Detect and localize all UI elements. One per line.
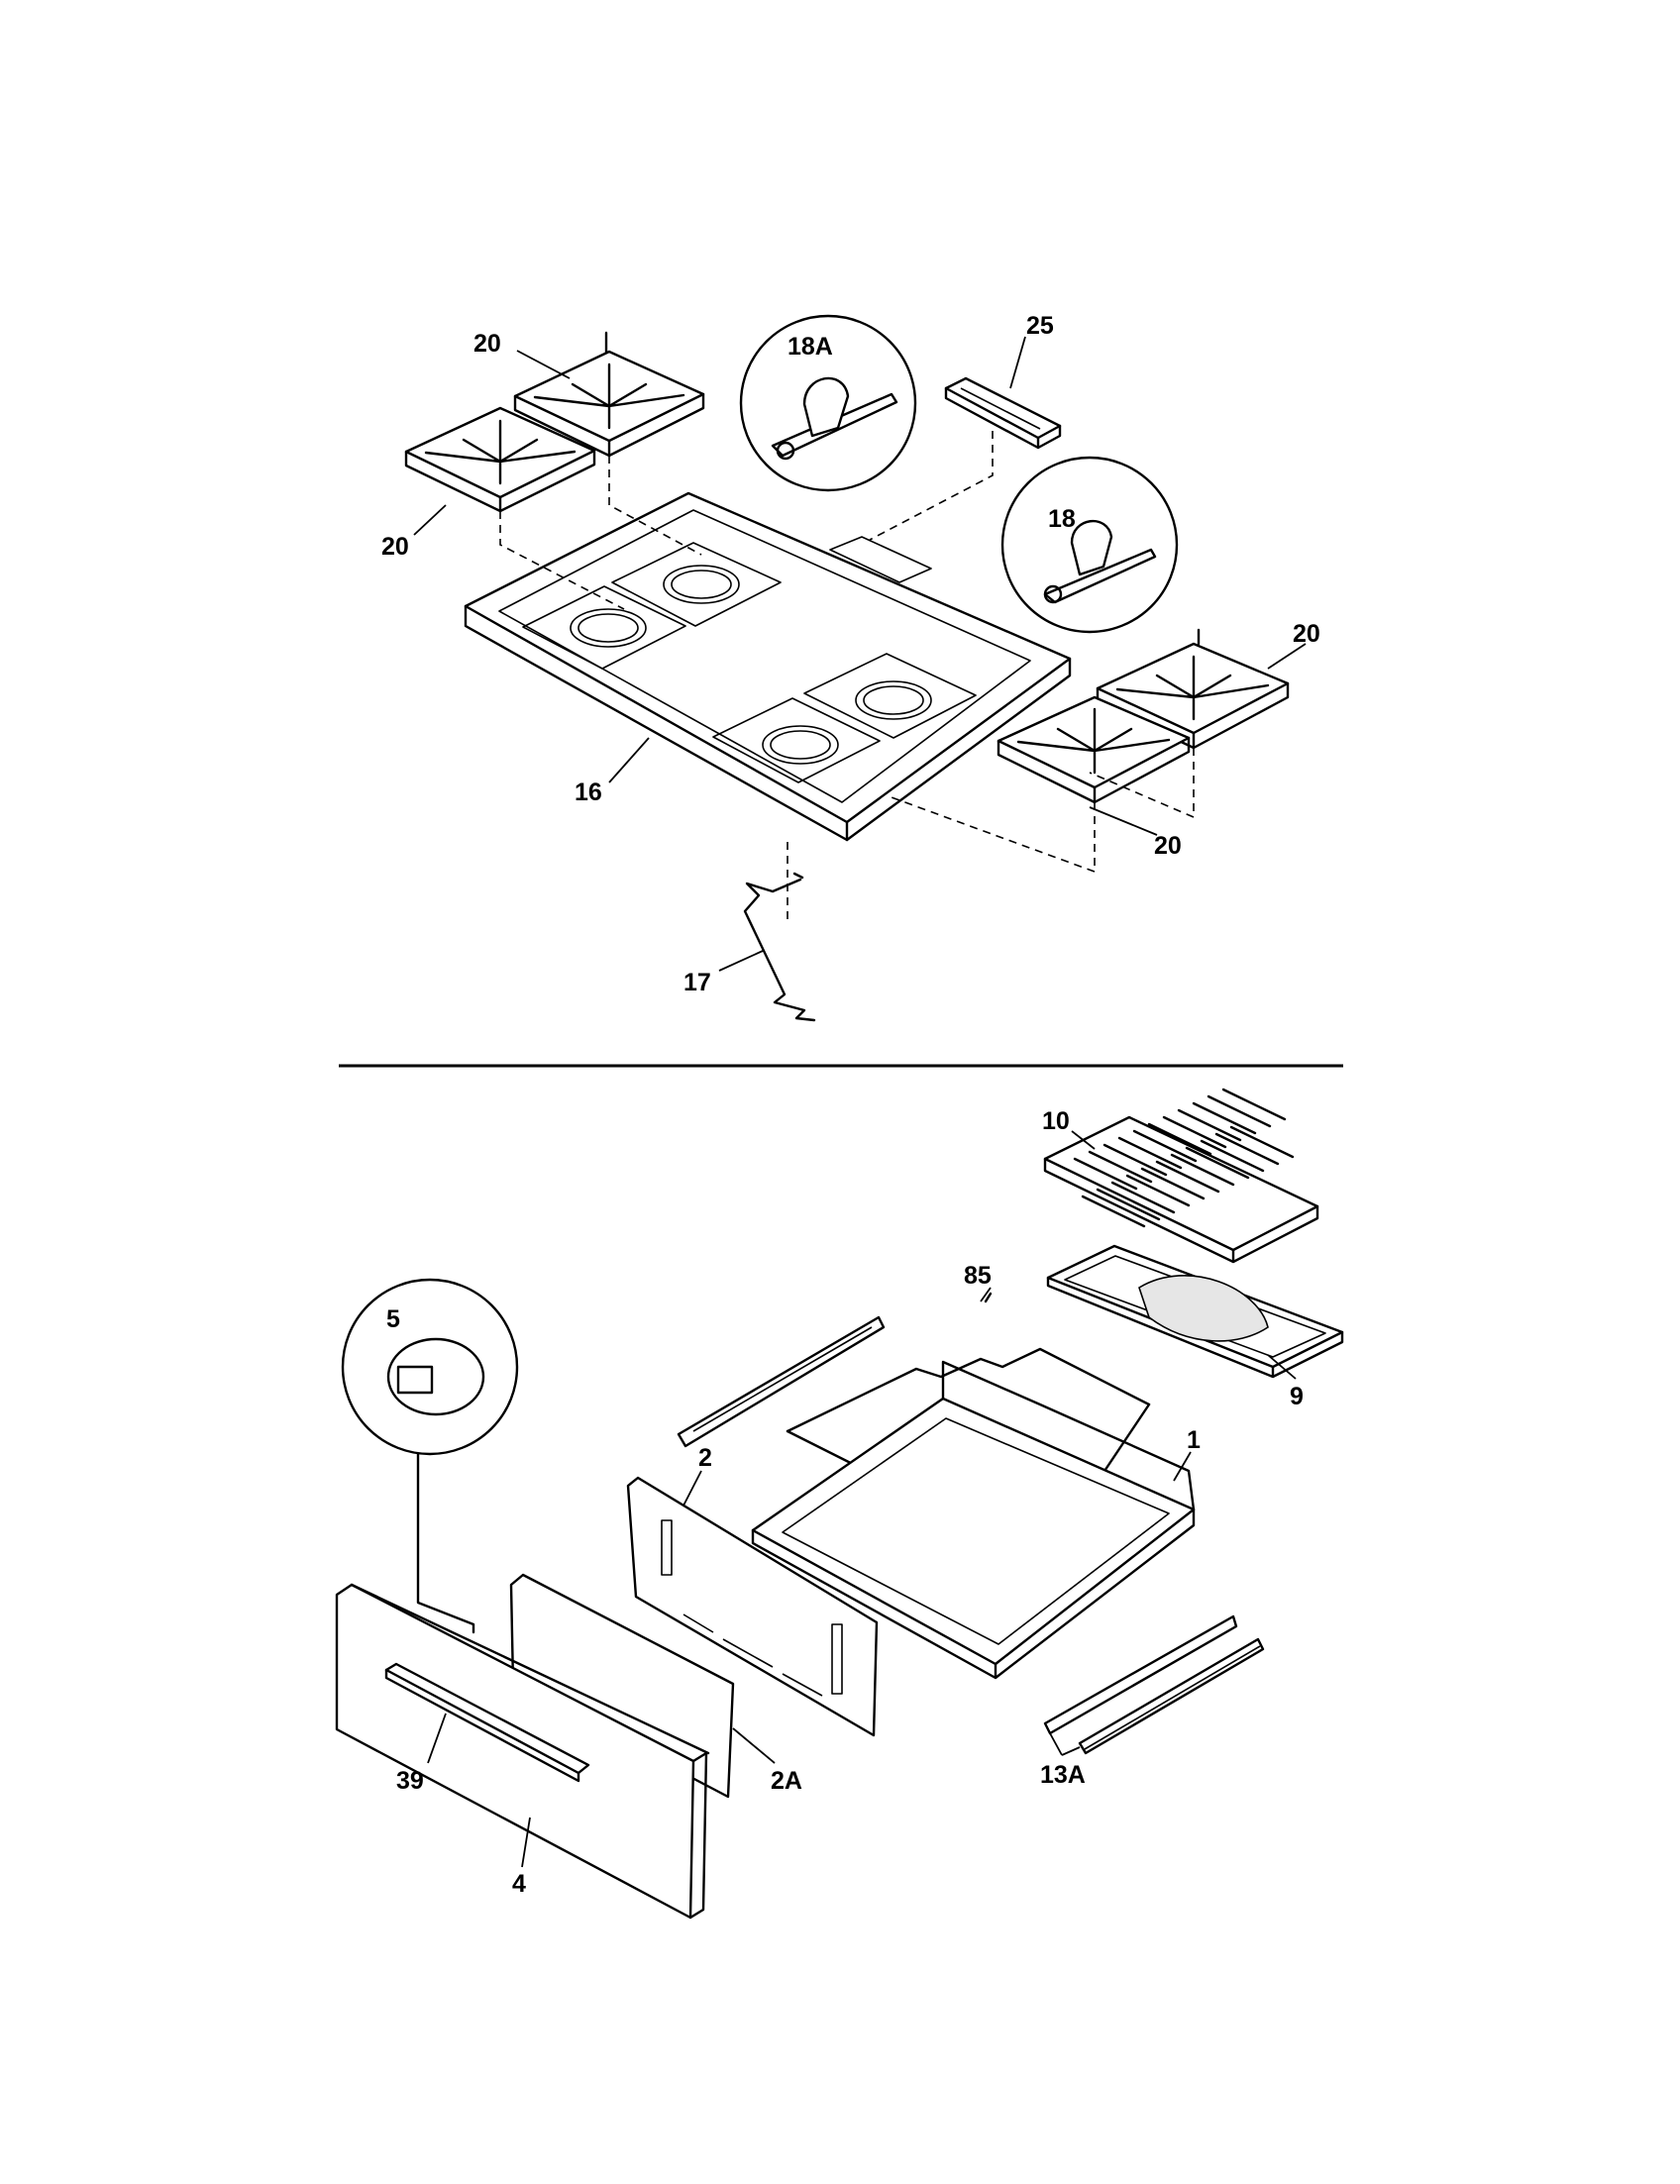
callout-20-lower: 20 <box>1154 832 1182 860</box>
grid-slot <box>1081 1195 1146 1228</box>
callout-85: 85 <box>964 1262 992 1290</box>
broil-pan-9 <box>1046 1244 1344 1379</box>
callout-20-top: 20 <box>473 330 501 358</box>
cooktop-16 <box>464 491 1072 842</box>
grid-slot <box>1200 1139 1265 1173</box>
grate-20-left <box>404 406 596 513</box>
grate-20-right-lower <box>997 695 1191 804</box>
drawer-body-1 <box>751 1360 1196 1680</box>
alignment-lines <box>499 431 1195 921</box>
drawer-back-2 <box>626 1476 879 1737</box>
callout-39: 39 <box>396 1767 424 1795</box>
grid-slot <box>1177 1108 1242 1142</box>
grid-slot <box>1162 1115 1227 1149</box>
grid-slot <box>1096 1188 1161 1221</box>
grid-slot <box>1140 1167 1206 1200</box>
callout-17: 17 <box>683 969 711 996</box>
callout-5: 5 <box>386 1305 400 1333</box>
callout-10: 10 <box>1042 1107 1070 1135</box>
spring-17 <box>743 872 816 1022</box>
grid-slot <box>1125 1174 1191 1207</box>
callout-2: 2 <box>698 1444 712 1472</box>
grid-slot <box>1102 1143 1168 1177</box>
callout-13a: 13A <box>1040 1761 1086 1789</box>
callout-2a: 2A <box>771 1767 802 1795</box>
drawer-front-4 <box>335 1583 710 1920</box>
grid-slot <box>1207 1094 1272 1128</box>
grid-slot <box>1155 1160 1220 1194</box>
leader-lines <box>413 336 1307 1868</box>
callout-4: 4 <box>512 1870 526 1898</box>
callout-16: 16 <box>575 779 602 806</box>
grid-slot <box>1185 1146 1250 1180</box>
grid-slot <box>1229 1125 1295 1159</box>
roller-5-inset <box>341 1278 519 1634</box>
callout-20-left: 20 <box>381 533 409 561</box>
callout-25: 25 <box>1026 312 1054 340</box>
grid-slot <box>1088 1150 1153 1184</box>
grid-slot <box>1214 1132 1280 1166</box>
callout-20-right: 20 <box>1293 620 1320 648</box>
grid-slot <box>1192 1101 1257 1135</box>
callout-1: 1 <box>1187 1426 1201 1454</box>
callout-18a: 18A <box>788 333 833 361</box>
slides-13a <box>1043 1614 1265 1755</box>
grid-slot <box>1073 1157 1138 1191</box>
callout-18: 18 <box>1048 505 1076 533</box>
grid-slot <box>1117 1136 1183 1170</box>
grid-slot <box>1110 1181 1176 1214</box>
grid-slot <box>1170 1153 1235 1187</box>
callout-9: 9 <box>1290 1383 1304 1410</box>
bracket-18-inset <box>1000 456 1179 634</box>
handle-39 <box>384 1662 590 1783</box>
grid-slot <box>1147 1122 1212 1156</box>
grid-slot <box>1221 1088 1287 1121</box>
part-25 <box>944 376 1062 450</box>
left-rail <box>677 1315 886 1448</box>
bracket-18a-inset <box>739 314 917 492</box>
grid-slot <box>1132 1129 1198 1163</box>
grate-20-right-upper <box>1096 628 1290 750</box>
broil-grid-10 <box>1043 1088 1319 1264</box>
